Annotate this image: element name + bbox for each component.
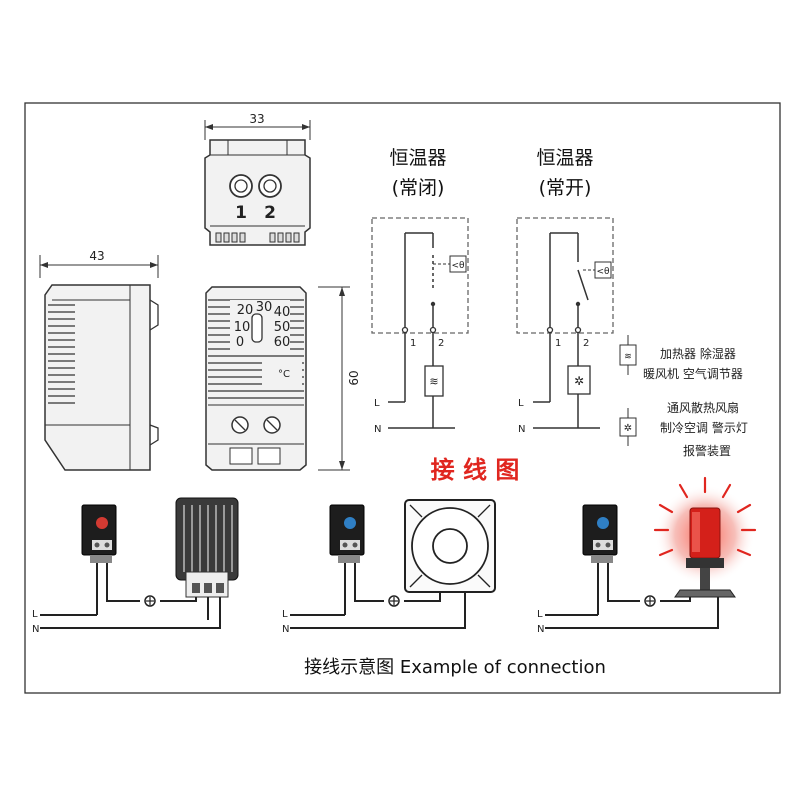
legend-heater-line1: 加热器 除湿器 — [660, 346, 736, 361]
blue-knob — [344, 517, 356, 529]
svg-text:≋: ≋ — [624, 352, 632, 362]
ex2-neutral-label: N — [282, 624, 289, 635]
nc-title: 恒温器 — [389, 147, 446, 169]
dial-unit-label: °C — [278, 369, 290, 380]
outer-frame — [24, 102, 781, 694]
example-warning-light: L N — [537, 476, 757, 635]
legend: ≋ 加热器 除湿器 暖风机 空气调节器 ✲ 通风散热风扇 制冷空调 警示灯 报警… — [619, 335, 748, 458]
dial-scale-30: 30 — [256, 300, 273, 315]
dim-height-label: 60 — [347, 370, 361, 385]
dial-scale-10: 10 — [234, 320, 251, 335]
no-pin1: 1 — [555, 338, 561, 349]
no-neutral-label: N — [518, 424, 525, 435]
legend-fan-line3: 报警装置 — [683, 443, 731, 458]
svg-text:✲: ✲ — [624, 423, 632, 434]
example-fan: L N — [282, 499, 496, 635]
legend-heater-line2: 暖风机 空气调节器 — [643, 366, 743, 381]
example-heater: L N — [32, 497, 239, 635]
nc-neutral-label: N — [374, 424, 381, 435]
top-view-device: 33 1 2 — [204, 112, 311, 246]
nc-pin2: 2 — [438, 338, 444, 349]
dial-scale-40: 40 — [274, 305, 291, 320]
no-subtitle: (常开) — [539, 177, 592, 199]
dial-scale-60: 60 — [274, 335, 291, 350]
nc-pin1: 1 — [410, 338, 416, 349]
dim-width-label: 33 — [249, 112, 264, 126]
svg-text:<θ: <θ — [596, 267, 610, 277]
circuit-normally-closed: 恒温器 (常闭) <θ 1 2 ≋ L N — [371, 147, 469, 435]
dim-depth-label: 43 — [89, 249, 104, 263]
nc-live-label: L — [374, 398, 380, 409]
svg-text:<θ: <θ — [451, 261, 465, 271]
caption: 接线示意图 Example of connection — [304, 657, 606, 678]
front-view-device: 20 30 40 10 50 0 60 °C 60 — [205, 286, 361, 471]
no-pin2: 2 — [583, 338, 589, 349]
dial-scale-20: 20 — [237, 303, 254, 318]
circuit-normally-open: 恒温器 (常开) <θ 1 2 ✲ L N — [516, 147, 614, 435]
svg-text:≋: ≋ — [429, 375, 438, 388]
no-title: 恒温器 — [536, 147, 593, 169]
nc-subtitle: (常闭) — [392, 177, 445, 199]
ex1-live-label: L — [32, 609, 38, 620]
legend-fan-line1: 通风散热风扇 — [667, 400, 739, 415]
ex2-live-label: L — [282, 609, 288, 620]
side-view-device: 43 — [39, 249, 159, 471]
dial-scale-50: 50 — [274, 320, 291, 335]
svg-text:✲: ✲ — [574, 374, 584, 388]
legend-fan-line2: 制冷空调 警示灯 — [660, 420, 748, 435]
terminal-2-label: 2 — [264, 203, 276, 223]
no-live-label: L — [518, 398, 524, 409]
ex3-live-label: L — [537, 609, 543, 620]
terminal-1-label: 1 — [235, 203, 247, 223]
ex1-neutral-label: N — [32, 624, 39, 635]
ex3-neutral-label: N — [537, 624, 544, 635]
wiring-title: 接 线 图 — [431, 456, 520, 484]
dial-scale-0: 0 — [236, 335, 244, 350]
red-knob — [96, 517, 108, 529]
blue-knob-2 — [597, 517, 609, 529]
